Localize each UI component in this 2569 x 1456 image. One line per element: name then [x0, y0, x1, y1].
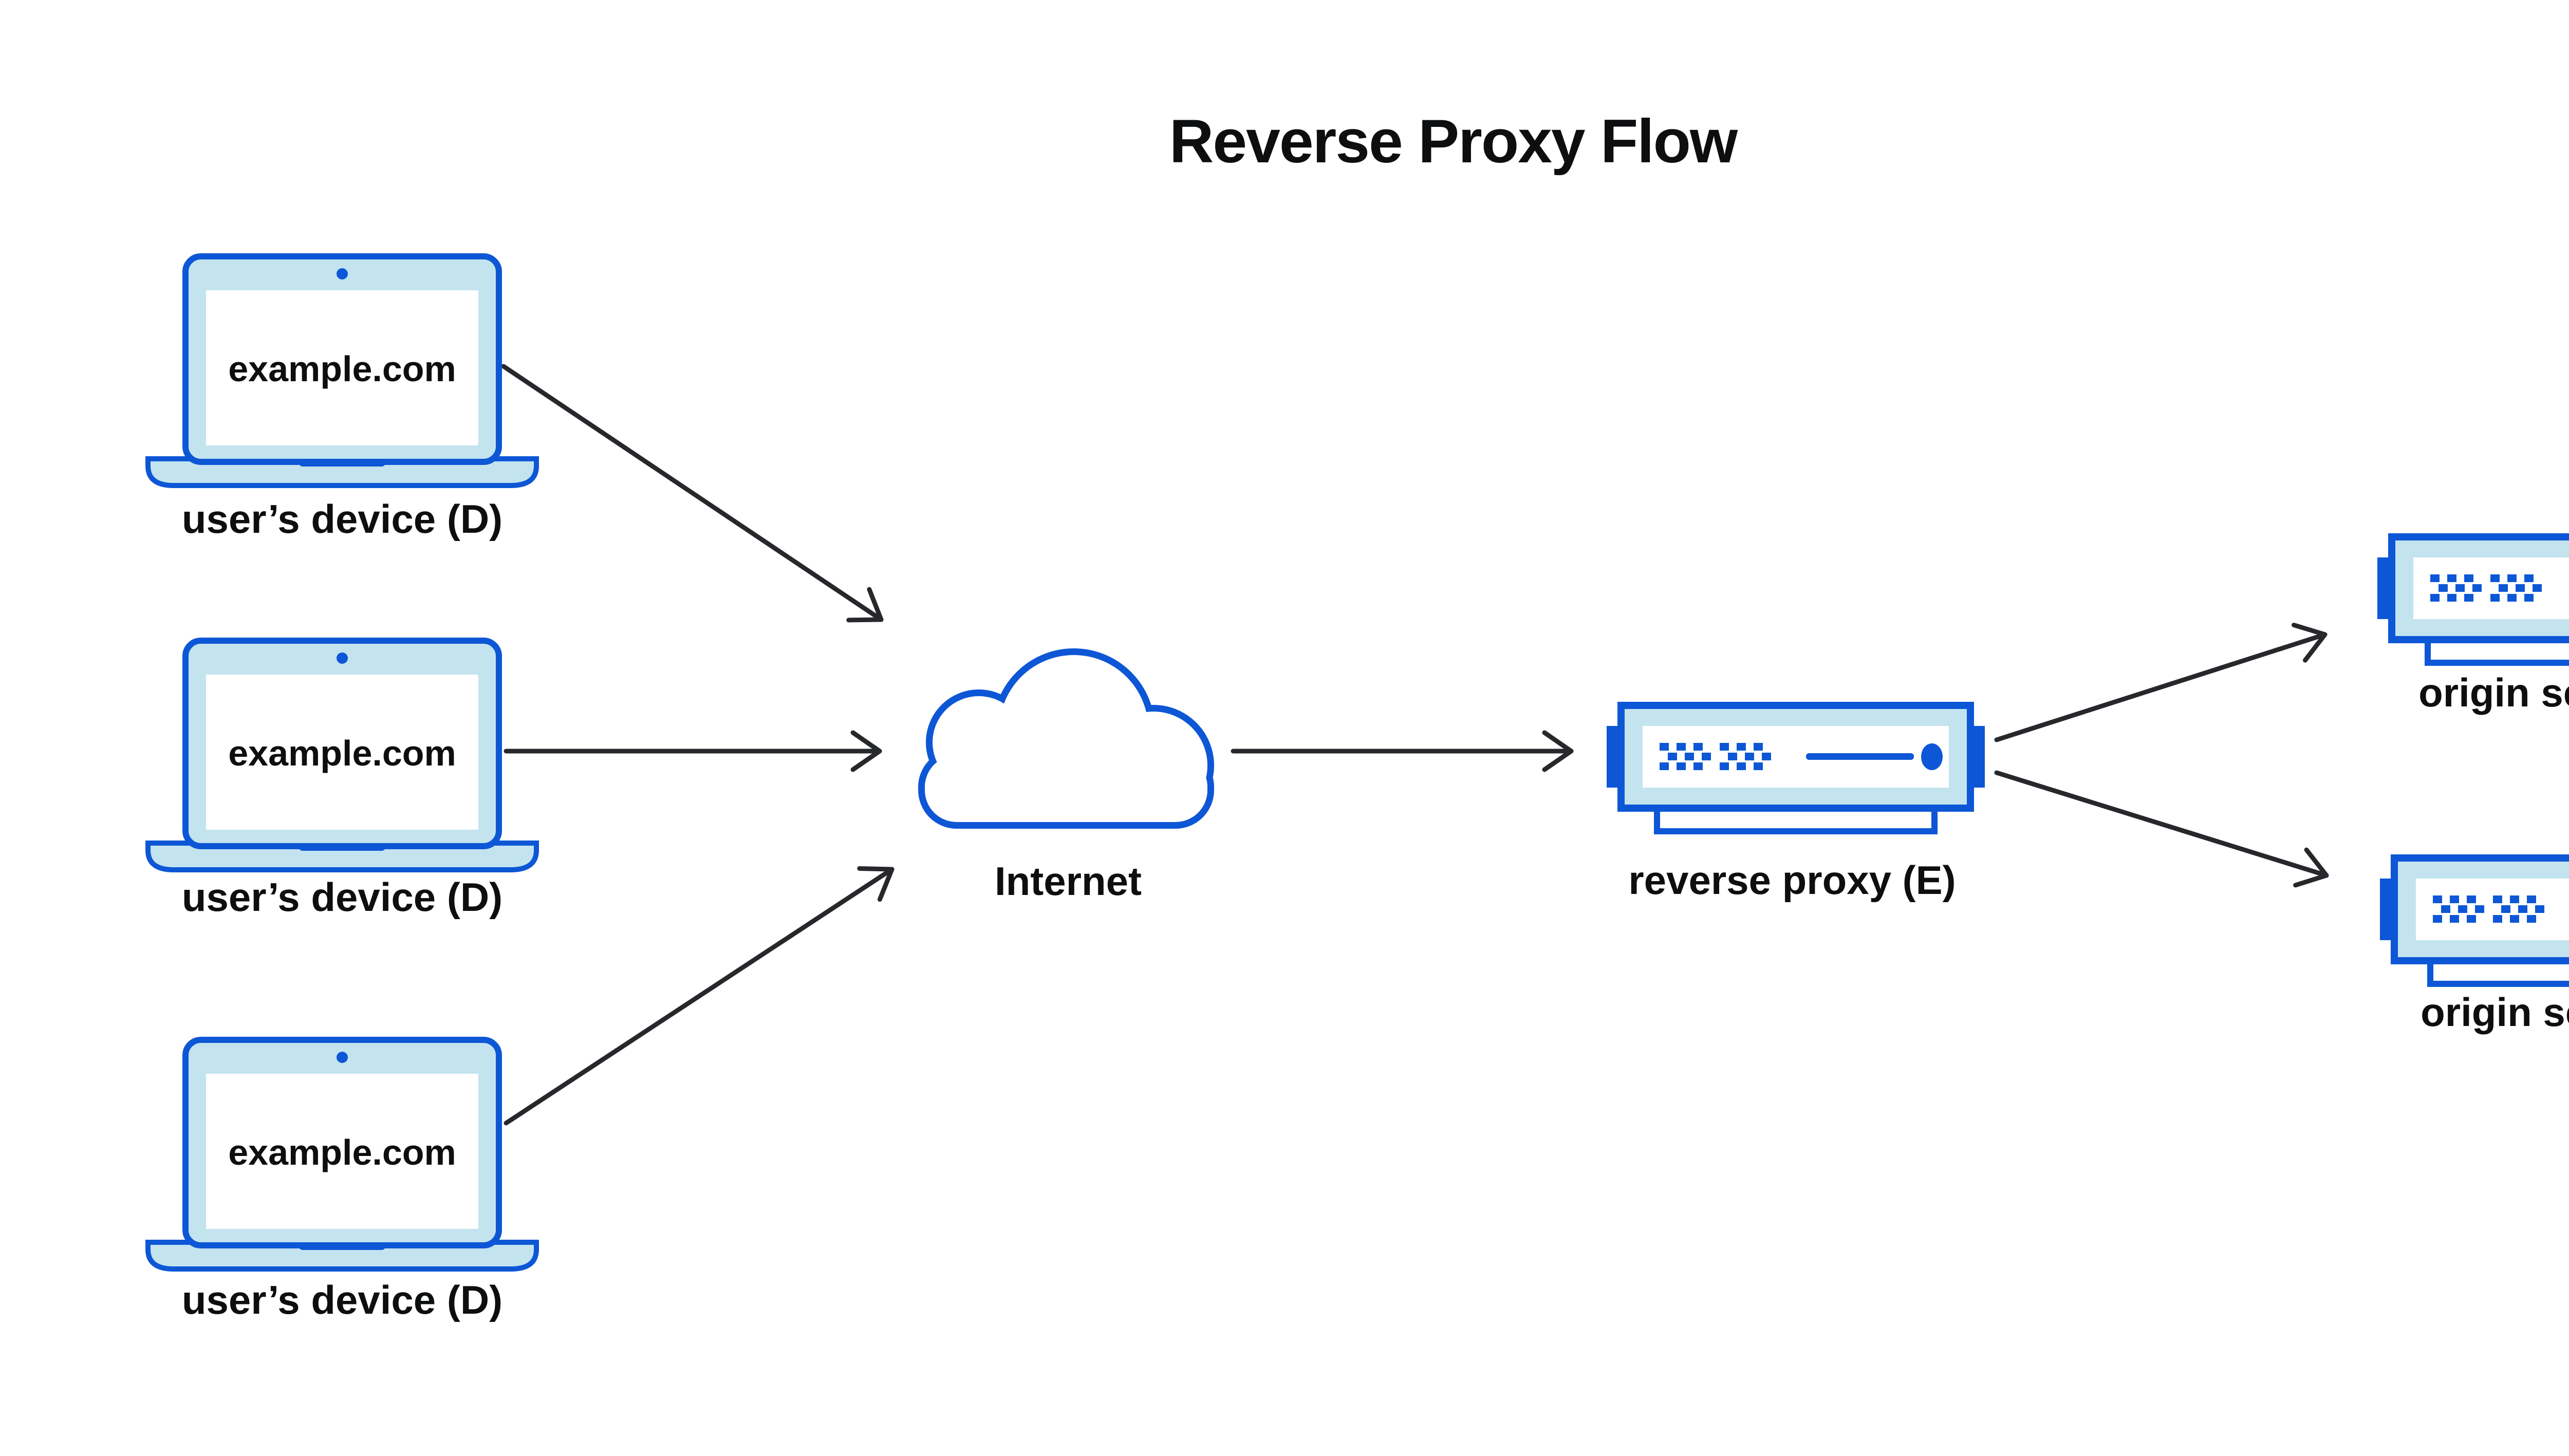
server-icon [2377, 537, 2569, 663]
server-icon [1607, 705, 1985, 831]
device2-screen-text: example.com [228, 733, 456, 773]
user-device-2-label: user’s device (D) [182, 874, 502, 920]
reverse-proxy-label: reverse proxy (E) [1628, 857, 1956, 903]
server-icon [2380, 858, 2569, 984]
origin-server-2-label: origin server (F) [2421, 990, 2569, 1035]
device1-screen-text: example.com [228, 349, 456, 389]
user-device-3-node: example.com [148, 1040, 536, 1269]
page-title: Reverse Proxy Flow [1169, 107, 1738, 176]
edges-layer [501, 364, 2329, 1126]
origin-server-2-node [2380, 858, 2569, 984]
arrow-device1-to-internet [501, 364, 884, 623]
user-device-3-label: user’s device (D) [182, 1277, 502, 1322]
user-device-1-label: user’s device (D) [182, 496, 502, 542]
cloud-icon-fill [925, 655, 1207, 822]
device3-screen-text: example.com [228, 1132, 456, 1172]
user-device-2-node: example.com [148, 641, 536, 870]
internet-label: Internet [995, 858, 1142, 904]
origin-server-1-node [2377, 537, 2569, 663]
arrow-proxy-to-origin2 [1994, 770, 2329, 888]
arrow-proxy-to-origin1 [1994, 623, 2328, 742]
user-device-1-node: example.com [148, 256, 536, 486]
reverse-proxy-node [1607, 705, 1985, 831]
origin-server-1-label: origin server (F) [2418, 670, 2569, 715]
arrow-device3-to-internet [504, 866, 895, 1126]
internet-node [918, 648, 1214, 829]
